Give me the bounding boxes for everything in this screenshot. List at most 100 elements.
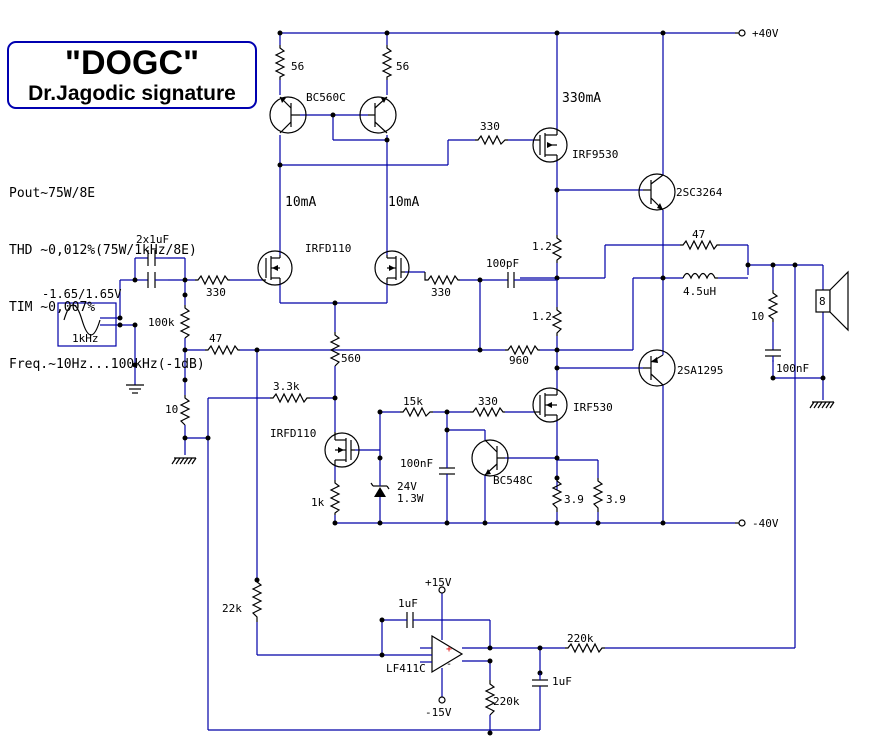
label-r10-input: 10 bbox=[165, 403, 178, 416]
label-r330-right-gate: 330 bbox=[431, 286, 451, 299]
speaker-impedance-label: 8 bbox=[819, 295, 826, 308]
resistor-330-gate-top bbox=[475, 134, 508, 146]
label-r15k: 15k bbox=[403, 395, 423, 408]
mosfet-irf9530 bbox=[532, 127, 568, 163]
resistor-960 bbox=[505, 344, 540, 356]
label-c1uf-opamp: 1uF bbox=[398, 597, 418, 610]
label-r1-2-upper: 1.2 bbox=[532, 240, 552, 253]
label-r56-left: 56 bbox=[291, 60, 304, 73]
label-c1uf-output: 1uF bbox=[552, 675, 572, 688]
label-r47-feedback: 47 bbox=[209, 332, 222, 345]
label-bc560c: BC560C bbox=[306, 91, 346, 104]
label-irf530: IRF530 bbox=[573, 401, 613, 414]
ground-symbols bbox=[126, 384, 835, 465]
resistor-220k-horizontal bbox=[565, 642, 605, 654]
spec-tim: TIM ~0,007% bbox=[9, 300, 96, 315]
opamp-lf411c: + - bbox=[420, 634, 464, 674]
resistor-22k bbox=[251, 578, 263, 622]
resistor-3-9-right bbox=[592, 478, 604, 512]
rail-neg-label: -40V bbox=[752, 517, 779, 530]
label-r100k: 100k bbox=[148, 316, 175, 329]
resistor-100k bbox=[179, 305, 191, 339]
label-2sa1295: 2SA1295 bbox=[677, 364, 723, 377]
transistor-2sa1295 bbox=[638, 349, 676, 387]
label-c100pf: 100pF bbox=[486, 257, 519, 270]
resistor-10-input bbox=[179, 395, 191, 426]
label-r330-input: 330 bbox=[206, 286, 226, 299]
rail-pos-label: +40V bbox=[752, 27, 779, 40]
label-330ma: 330mA bbox=[562, 91, 601, 106]
label-10ma-left: 10mA bbox=[285, 195, 316, 210]
label-r10-zobel: 10 bbox=[751, 310, 764, 323]
spec-thd: THD ~0,012%(75W/1kHz/8E) bbox=[9, 243, 197, 258]
resistor-330-input bbox=[195, 274, 230, 286]
source-amplitude-label: -1.65/1.65V bbox=[42, 287, 121, 301]
label-c100nf-gate: 100nF bbox=[400, 457, 433, 470]
transistor-2sc3264 bbox=[638, 173, 676, 211]
label-r960: 960 bbox=[509, 354, 529, 367]
resistor-1-2-lower bbox=[551, 307, 563, 336]
speaker-icon: 8 bbox=[815, 270, 849, 332]
terminals bbox=[438, 29, 746, 704]
label-r330-top: 330 bbox=[480, 120, 500, 133]
spec-freq: Freq.~10Hz...100kHz(-1dB) bbox=[9, 357, 205, 372]
resistor-47-feedback bbox=[205, 344, 240, 356]
label-r56-right: 56 bbox=[396, 60, 409, 73]
capacitor-input-top bbox=[147, 250, 168, 266]
label-zener-power: 1.3W bbox=[397, 492, 424, 505]
title-main: "DOGC" bbox=[64, 44, 200, 82]
capacitor-100pf bbox=[500, 272, 557, 288]
label-r220k-horizontal: 220k bbox=[567, 632, 594, 645]
wires bbox=[100, 32, 824, 733]
resistor-1-2-upper bbox=[551, 235, 563, 263]
transistor-bc560c-right bbox=[359, 96, 397, 134]
ground-right bbox=[809, 401, 835, 409]
source-frequency-label: 1kHz bbox=[72, 332, 99, 345]
svg-text:-: - bbox=[446, 659, 452, 670]
label-r47-output: 47 bbox=[692, 228, 705, 241]
rail-pos15-label: +15V bbox=[425, 576, 452, 589]
label-r3-9-left: 3.9 bbox=[564, 493, 584, 506]
resistor-1k bbox=[329, 480, 341, 515]
capacitor-1uf-opamp bbox=[400, 612, 420, 628]
label-r330-lower: 330 bbox=[478, 395, 498, 408]
capacitor-100nf-gate bbox=[439, 460, 455, 485]
resistor-56-left bbox=[274, 45, 286, 80]
svg-text:+: + bbox=[446, 644, 452, 655]
ground-left bbox=[171, 457, 197, 465]
capacitor-1uf-output bbox=[532, 673, 548, 700]
resistor-220k-vertical bbox=[484, 680, 496, 716]
label-bc548c: BC548C bbox=[493, 474, 533, 487]
label-10ma-right: 10mA bbox=[388, 195, 419, 210]
resistor-330-right-gate bbox=[424, 272, 460, 286]
spec-list: Pout~75W/8E THD ~0,012%(75W/1kHz/8E) TIM… bbox=[9, 146, 205, 393]
mosfet-irfd110-left bbox=[257, 250, 293, 286]
label-l4-5uh: 4.5uH bbox=[683, 285, 716, 298]
label-lf411c: LF411C bbox=[386, 662, 426, 675]
transistor-bc548c bbox=[471, 439, 509, 477]
capacitor-100nf-zobel bbox=[765, 349, 781, 362]
inductor-4-5uh bbox=[682, 272, 718, 280]
label-irfd110-lower: IRFD110 bbox=[270, 427, 316, 440]
title-box: "DOGC" Dr.Jagodic signature bbox=[7, 41, 257, 109]
label-c100nf-zobel: 100nF bbox=[776, 362, 809, 375]
label-r1k: 1k bbox=[311, 496, 325, 509]
label-r220k-vertical: 220k bbox=[493, 695, 520, 708]
label-r3-3k: 3.3k bbox=[273, 380, 300, 393]
label-irf9530: IRF9530 bbox=[572, 148, 618, 161]
component-labels: +40V -40V +15V -15V 56 56 BC560C 330mA 3… bbox=[42, 27, 809, 719]
resistor-560 bbox=[329, 332, 341, 367]
resistor-47-output bbox=[680, 239, 720, 251]
label-r1-2-lower: 1.2 bbox=[532, 310, 552, 323]
rail-neg15-label: -15V bbox=[425, 706, 452, 719]
resistor-56-right bbox=[381, 45, 393, 80]
signal-source bbox=[57, 302, 117, 347]
mosfet-irfd110-right bbox=[374, 250, 410, 286]
spec-pout: Pout~75W/8E bbox=[9, 186, 96, 201]
label-2x1uf: 2x1uF bbox=[136, 233, 169, 246]
label-r3-9-right: 3.9 bbox=[606, 493, 626, 506]
capacitors bbox=[147, 250, 781, 700]
label-r560: 560 bbox=[341, 352, 361, 365]
label-2sc3264: 2SC3264 bbox=[676, 186, 723, 199]
resistor-10-zobel bbox=[767, 290, 779, 322]
